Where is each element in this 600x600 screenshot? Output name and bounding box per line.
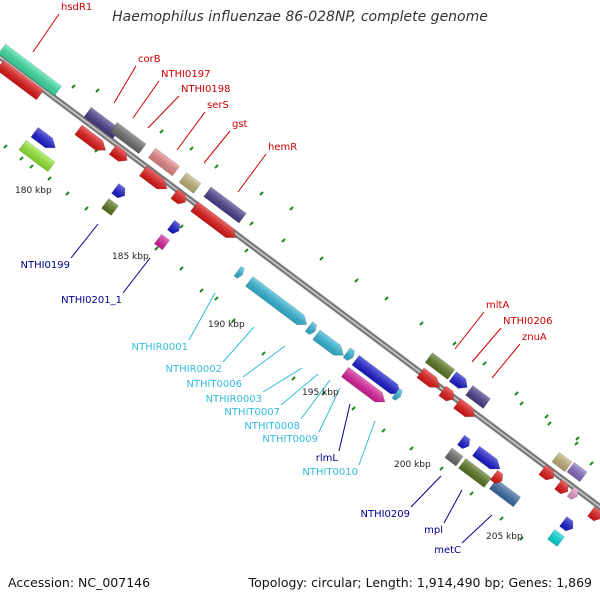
gene-feature [391,387,403,401]
gene-feature [170,188,186,205]
gene-label: NTHIT0009 [262,434,318,445]
topology-text: Topology: circular; Length: 1,914,490 bp… [248,575,592,590]
gene-feature [74,124,107,151]
gene-label: mpl [424,525,443,536]
gene-feature [203,186,247,224]
accession-text: Accession: NC_007146 [8,575,151,590]
gene-label: hsdR1 [61,2,92,13]
gene-label: rlmL [316,453,339,464]
tick-label: 185 kbp [112,252,149,262]
gene-feature [147,147,181,177]
gene-label: mltA [486,300,509,311]
gene-feature [342,347,355,361]
gene-feature [416,367,441,388]
tick-label: 180 kbp [15,186,52,196]
gene-feature [456,434,471,450]
gene-feature [233,265,245,279]
gene-feature [190,201,237,238]
gene-label: corB [138,54,161,65]
gene-feature [424,352,456,380]
gene-feature [312,329,345,356]
position-dots [3,84,594,541]
gene-feature [438,385,454,402]
gene-feature [554,479,569,495]
gene-label: NTHIT0010 [302,467,358,478]
gene-label: NTHIT0008 [244,421,300,432]
gene-feature [471,445,501,470]
gene-feature [566,461,588,483]
gene-feature [108,144,128,162]
tick-label: 190 kbp [208,320,245,330]
tick-label: 195 kbp [302,388,339,398]
gene-feature [178,172,202,194]
label-leaders [32,13,521,544]
gene-label: NTHI0198 [181,84,231,95]
gene-feature [245,276,308,325]
gene-label: serS [207,100,229,111]
gene-feature [547,529,565,547]
gene-feature [340,366,386,403]
gene-feature [0,59,45,101]
gene-label: NTHIR0001 [132,342,188,353]
gene-feature [30,126,56,149]
gene-feature [444,447,464,467]
gene-label: NTHIR0002 [166,364,222,375]
gene-feature [538,464,554,481]
gene-feature [111,183,126,199]
gene-feature [138,165,168,190]
tick-labels: 180 kbp 185 kbp 190 kbp 195 kbp 200 kbp 205 k… [15,186,523,542]
gene-label: NTHI0206 [503,316,553,327]
gene-label: NTHIT0007 [224,407,280,418]
gene-feature [559,516,574,532]
tick-label: 200 kbp [394,460,431,470]
gene-feature [489,469,504,485]
gene-label: hemR [268,142,297,153]
gene-label: znuA [522,332,547,343]
gene-feature [458,458,492,488]
gene-feature [566,486,579,500]
gene-feature [587,506,600,522]
gene-label: NTHI0197 [161,69,211,80]
gene-feature [18,139,56,173]
tick-label: 205 kbp [486,532,523,542]
gene-feature [109,121,147,155]
gene-label: NTHI0201_1 [61,295,122,306]
gene-features [0,43,600,547]
gene-feature [465,385,491,409]
gene-label: NTHIR0003 [206,394,262,405]
gene-feature [304,321,317,335]
gene-label: NTHIT0006 [186,379,242,390]
gene-feature [0,43,63,97]
gene-label: metC [434,545,461,556]
gene-feature [448,371,468,389]
gene-feature [166,219,181,235]
gene-feature [488,478,522,508]
gene-label: gst [232,119,248,130]
gene-label: NTHI0199 [20,260,70,271]
gene-feature [101,198,119,216]
gene-feature [153,233,171,251]
map-title: Haemophilus influenzae 86-028NP, complet… [112,9,488,25]
gene-feature [551,451,573,473]
genome-backbone [0,53,600,511]
gene-label: NTHI0209 [360,509,410,520]
gene-feature [453,398,476,418]
